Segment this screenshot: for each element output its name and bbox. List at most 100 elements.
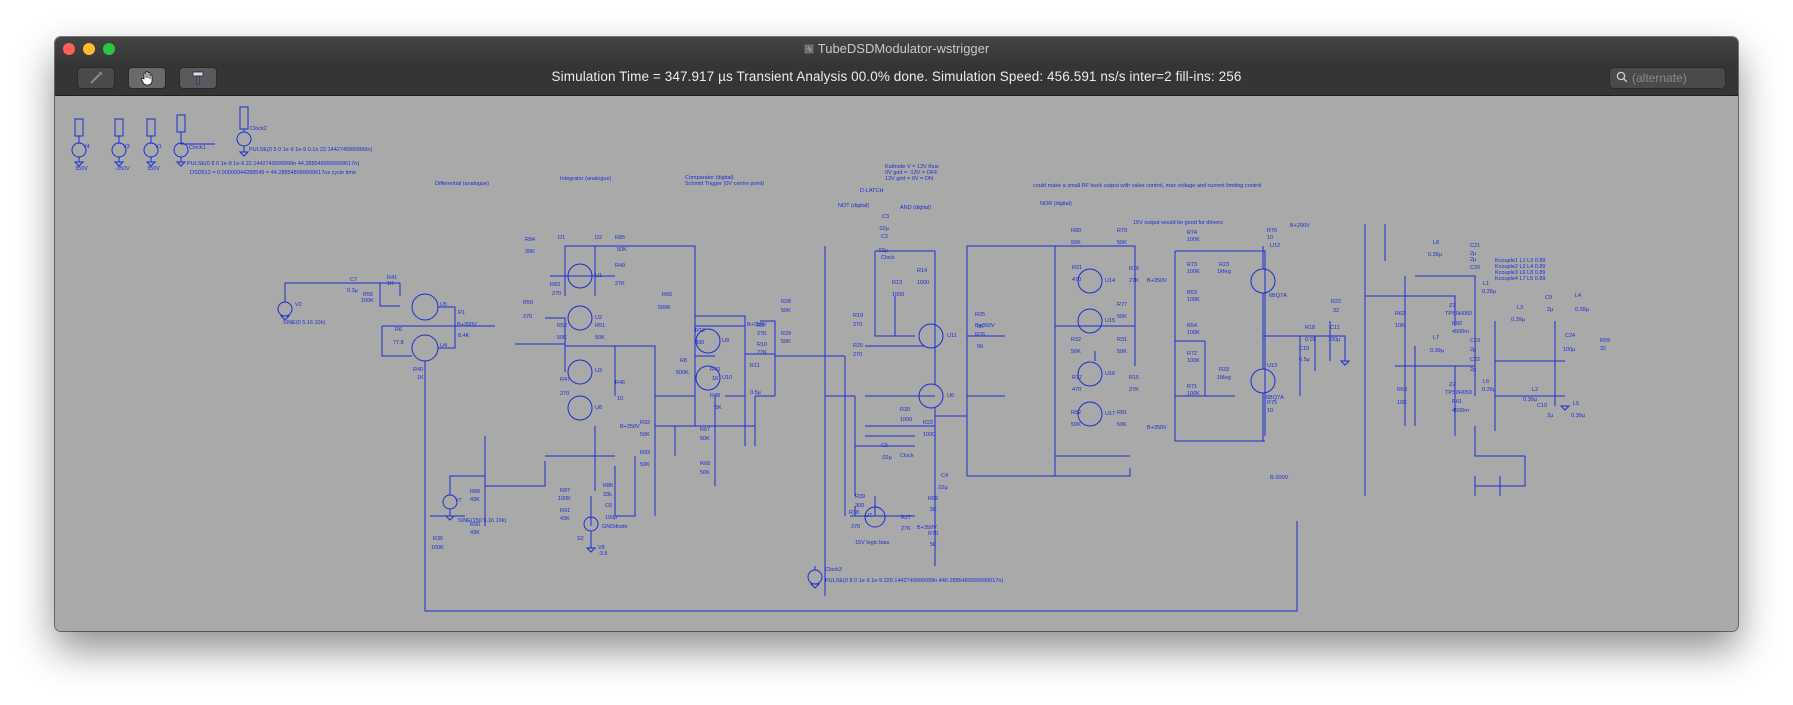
r63-label: R63 xyxy=(1397,387,1408,393)
r6-label: R6 xyxy=(395,327,403,333)
l1-label: L1 xyxy=(1483,281,1490,287)
r76-label: R76 xyxy=(1267,228,1278,234)
bplus-350-tag-7: B+350V xyxy=(1147,425,1167,431)
u12-label: U12 xyxy=(1270,243,1281,249)
r62-value: 10K xyxy=(1395,323,1405,329)
r75-value: 10 xyxy=(1267,408,1274,414)
probe-icon xyxy=(90,71,103,84)
c6-value: 100p xyxy=(605,515,618,521)
r73-value: 100K xyxy=(1187,269,1200,275)
r68-label: R68 xyxy=(700,461,711,467)
c6-label: C6 xyxy=(605,503,613,509)
schematic-wires xyxy=(71,106,1571,612)
r22-value: 1000 xyxy=(923,432,936,438)
c24-value: 100µ xyxy=(1563,347,1576,353)
dsd-comment: DSD512 = 0.00000044288549 = 44.288548999… xyxy=(190,170,357,176)
v1-value: 350V xyxy=(147,166,160,172)
buck-output-stage xyxy=(1364,224,1565,496)
kathode-comment-1: Kathode V = 13V thus xyxy=(885,164,939,170)
r63-value: 10K xyxy=(1397,400,1407,406)
close-window-button[interactable] xyxy=(63,43,75,55)
buck-comment: could make a small RF buck output with v… xyxy=(1033,183,1262,189)
r59-value: 32 xyxy=(1600,346,1607,352)
c24-label: C24 xyxy=(1565,333,1576,339)
c21-label: C21 xyxy=(1470,243,1481,249)
c11-label: C11 xyxy=(1330,325,1340,331)
pulse1-directive: PULSE(0 5 0 1e-9 1e-9 0.1n 22.1442749999… xyxy=(249,147,373,153)
r91-value: 43K xyxy=(560,516,570,522)
l3-label: L3 xyxy=(1517,305,1524,311)
r16-label: R16 xyxy=(1129,266,1140,272)
r28-label: R28 xyxy=(781,299,792,305)
r71-label: R71 xyxy=(1187,384,1198,390)
r50-value: 270 xyxy=(523,314,533,320)
u12-value: 6BQ7A xyxy=(1269,293,1287,299)
r10-value: 27K xyxy=(757,350,767,356)
r18-label: R18 xyxy=(1305,325,1316,331)
r14-label: R14 xyxy=(917,268,928,274)
c11-value: 100µ xyxy=(1328,337,1341,343)
c20-value: 2µ xyxy=(1470,257,1477,263)
r49-label: R49 xyxy=(615,263,626,269)
r76-value: 10 xyxy=(1267,235,1274,241)
l5-value: 0.39µ xyxy=(1571,413,1585,419)
r69-value: 5K xyxy=(930,507,937,513)
r51-label: R51 xyxy=(595,323,606,329)
r87-value: 100K xyxy=(558,496,571,502)
c19-value: 0.5µ xyxy=(1299,357,1310,363)
v1-name: V1 xyxy=(155,144,162,150)
d1-label: D1 xyxy=(558,235,566,241)
r9-label: R9 xyxy=(757,323,765,329)
l6-label: L6 xyxy=(1483,379,1490,385)
r91-label: R91 xyxy=(560,508,571,514)
pan-hand-button[interactable] xyxy=(128,67,166,89)
minimize-window-button[interactable] xyxy=(83,43,95,55)
r41-label: R41 xyxy=(387,275,398,281)
supply-sources xyxy=(71,106,252,162)
gnd-diode-tag: GNDdiode xyxy=(602,524,628,530)
r13-value: 1000 xyxy=(892,292,905,298)
r52-label: R52 xyxy=(557,323,568,329)
r82-label: R82 xyxy=(1071,410,1082,416)
u1-label: U1 xyxy=(595,273,603,279)
clock3-name: Clock3 xyxy=(825,567,842,573)
c23-value: 2µ xyxy=(1470,347,1477,353)
hammer-button[interactable] xyxy=(179,67,217,89)
v7-name: V7 xyxy=(455,498,462,504)
kcouple3-directive: Kcouple3 L6 L8 0.89 xyxy=(1495,270,1546,276)
l6-value: 0.39µ xyxy=(1482,387,1496,393)
u5-label: U5 xyxy=(440,302,448,308)
c7-value: 0.3µ xyxy=(347,288,358,294)
u14-label: U14 xyxy=(1105,278,1116,284)
r47-value: 270 xyxy=(560,391,570,397)
bplus-350-tag-6: B+350V xyxy=(1147,278,1167,284)
r12-label: R12 xyxy=(695,328,706,334)
search-field[interactable] xyxy=(1609,67,1726,89)
search-input[interactable] xyxy=(1632,70,1720,85)
c9-value: 2µ xyxy=(1547,307,1554,313)
r1-value: 8.4K xyxy=(458,333,470,339)
r69-label: R69 xyxy=(928,496,939,502)
window-title-text: TubeDSDModulator-wstrigger xyxy=(817,41,990,56)
maximize-window-button[interactable] xyxy=(103,43,115,55)
r70-label: R70 xyxy=(928,531,939,537)
ground-symbols xyxy=(73,151,1571,589)
not-comment: NOT (digital) xyxy=(838,203,870,209)
r82-value: 50K xyxy=(1071,422,1081,428)
r53-label: R53 xyxy=(1187,290,1198,296)
search-icon xyxy=(1616,71,1628,83)
u4-label: U4 xyxy=(440,343,448,349)
r80-label: R80 xyxy=(1071,228,1082,234)
r68-value: 50K xyxy=(700,470,710,476)
probe-button[interactable] xyxy=(77,67,115,89)
schematic-canvas[interactable]: 350V V4 -350V V3 350V V1 Clock1 Clock2 P… xyxy=(55,96,1738,631)
bplus-350-tag-3: B+350V xyxy=(747,322,767,328)
l4-value: 0.39µ xyxy=(1575,307,1589,313)
kathode-comment-2: 0V grid = -13V = OFF xyxy=(885,170,938,176)
r79-label: R79 xyxy=(1117,228,1128,234)
r27-value: 27K xyxy=(901,526,911,532)
z2-value: TPS0H050 xyxy=(1445,390,1472,396)
u11-label: U11 xyxy=(947,333,957,339)
c3-label: C3 xyxy=(882,214,890,220)
integrator-stage xyxy=(430,245,715,548)
